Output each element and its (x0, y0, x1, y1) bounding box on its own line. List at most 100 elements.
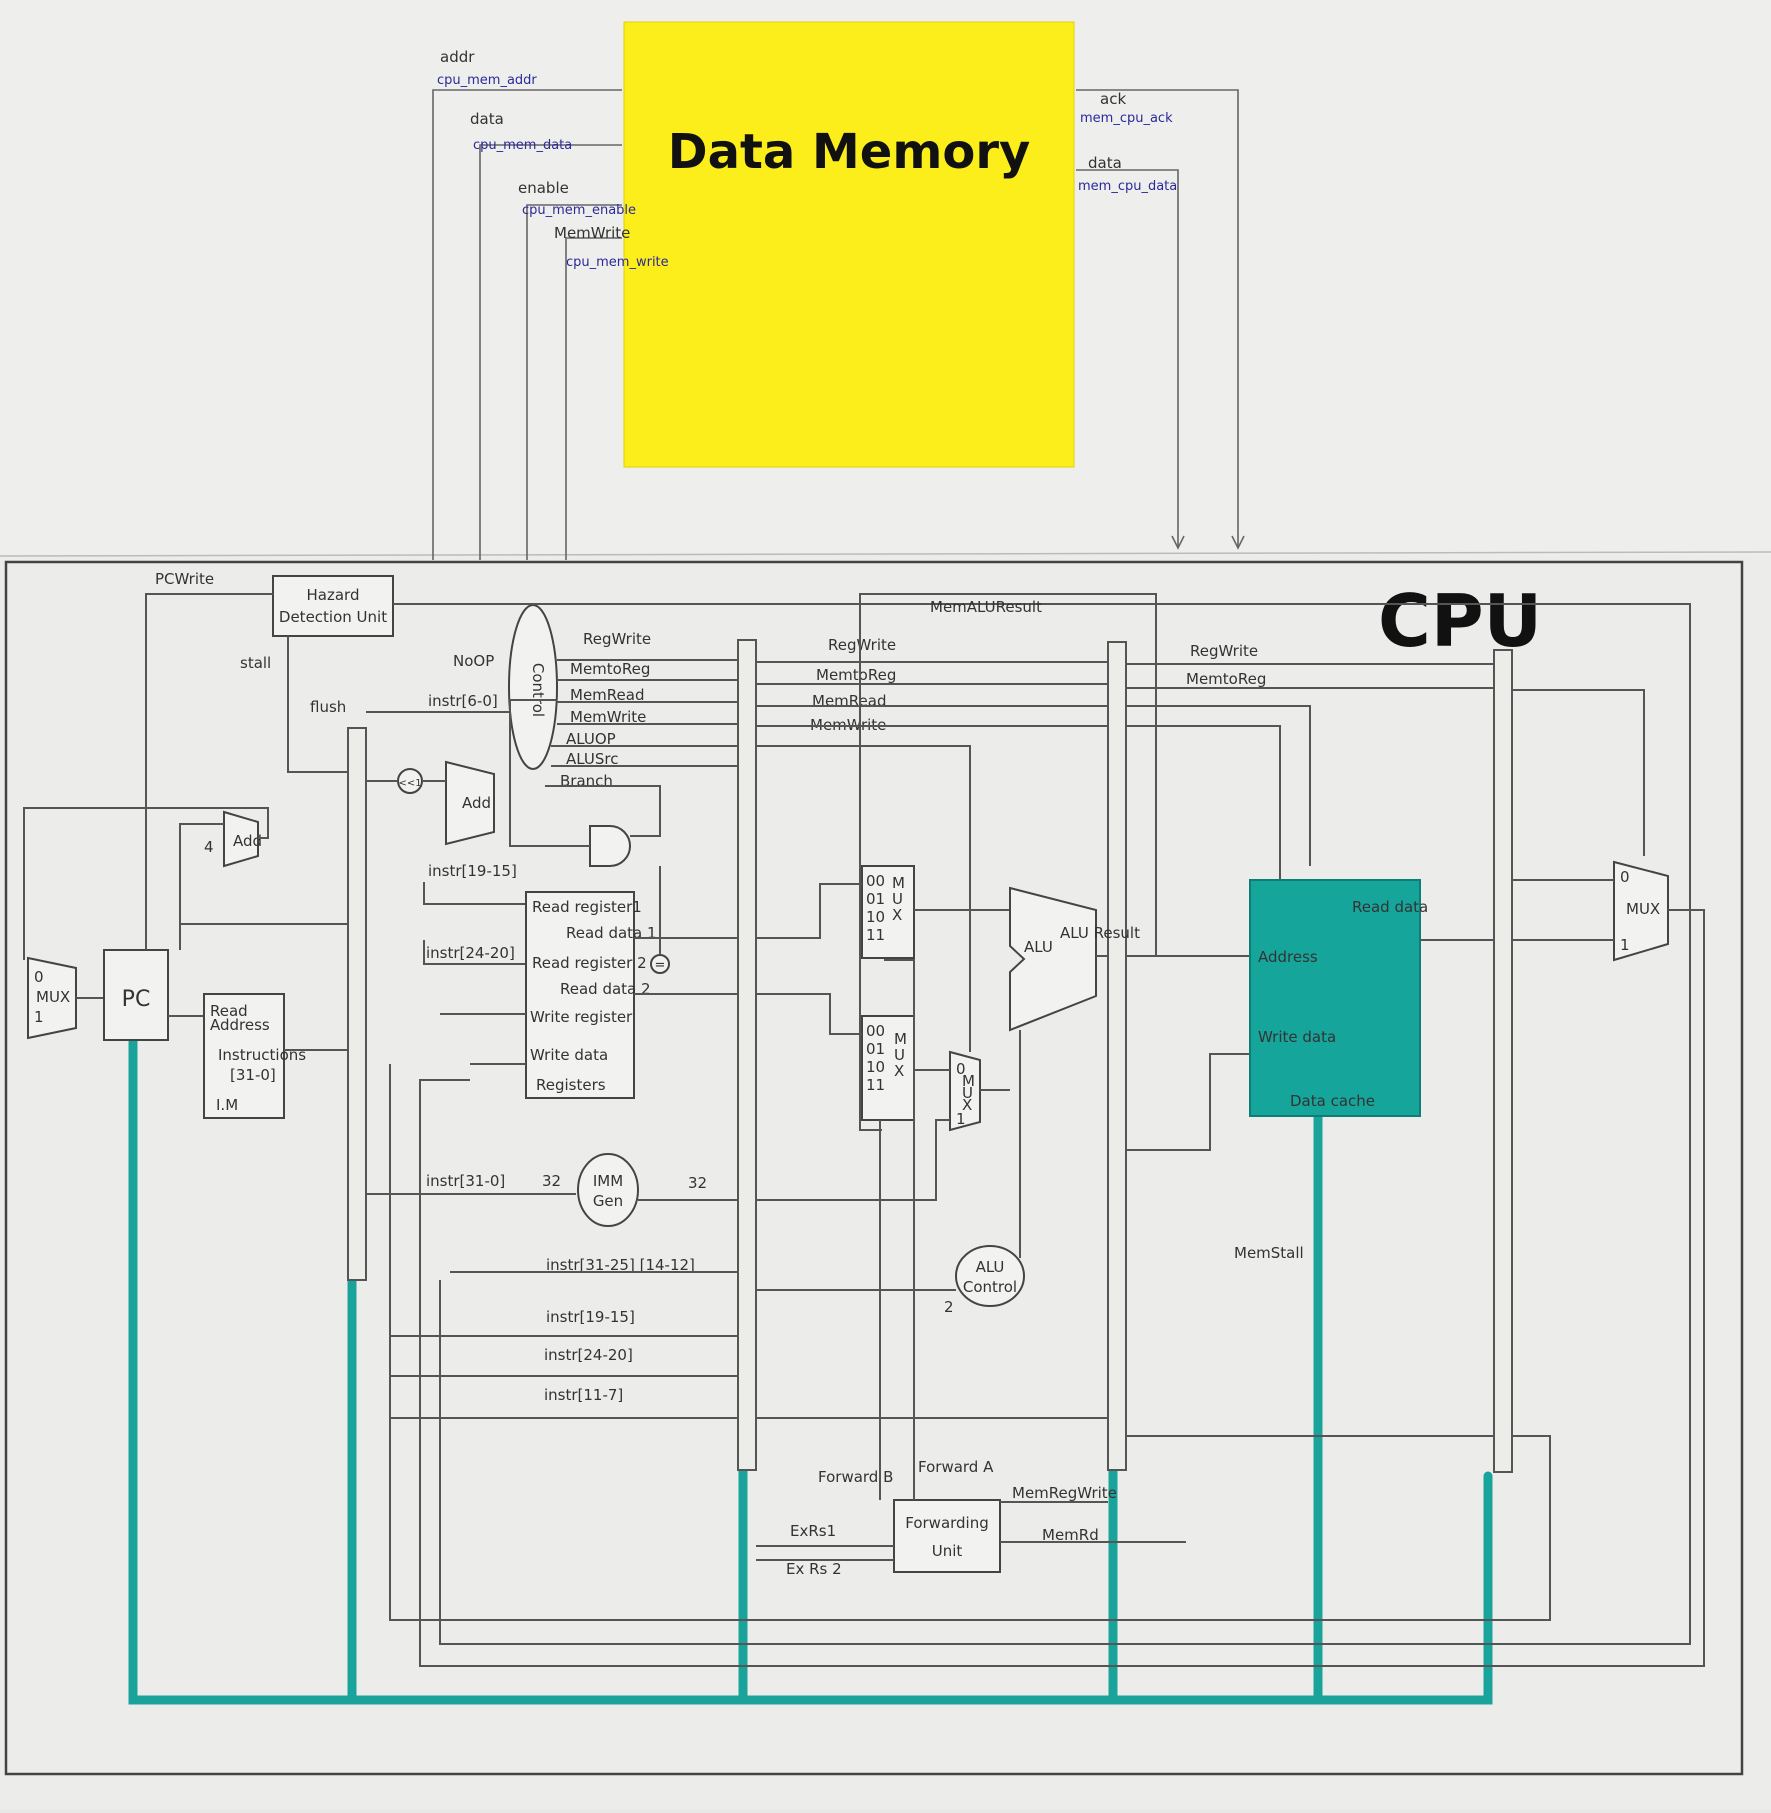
fwd-unit-title: Forwarding (905, 1514, 989, 1532)
alu-label: ALU (1024, 938, 1053, 956)
forward-b-label: Forward B (818, 1468, 893, 1486)
mux-a-in00: 00 (866, 872, 885, 890)
forward-mux-b: 00 01 10 11 M U X (861, 1015, 915, 1121)
ctl-aluop: ALUOP (566, 730, 616, 748)
alu-control-label: Control (963, 1278, 1017, 1296)
alusrc-mux-x: X (962, 1096, 972, 1114)
stall-label: stall (240, 654, 271, 672)
writeback-mux: 0 MUX 1 (1613, 860, 1669, 962)
exrs2-label: Ex Rs 2 (786, 1560, 842, 1578)
ctl-memwrite: MemWrite (570, 708, 646, 726)
addr-signal-label: cpu_mem_addr (437, 73, 537, 88)
cpu-title: CPU (1378, 579, 1542, 663)
alusrc-mux-u: U (962, 1084, 973, 1102)
mux-b-in11: 11 (866, 1076, 885, 1094)
ex-mem-register (1107, 641, 1127, 1471)
mux-a-u: U (892, 890, 903, 908)
register-file: Read register1 Read data 1 Read register… (525, 891, 657, 1099)
imm-width-in: 32 (542, 1172, 561, 1190)
clock-bus (128, 1035, 1493, 1705)
reg-read-data2: Read data 2 (560, 980, 651, 998)
instr-6-0-label: instr[6-0] (428, 692, 498, 710)
ex-regwrite: RegWrite (828, 636, 896, 654)
forwarding-unit: Forwarding Unit (893, 1499, 1001, 1573)
imm-gen-label: Gen (593, 1192, 623, 1210)
dcache-title: Data cache (1290, 1092, 1375, 1110)
instr-id-rs2-label: instr[24-20] (544, 1346, 633, 1364)
wb-mux-in1: 1 (1620, 936, 1630, 954)
flush-label: flush (310, 698, 346, 716)
ctl-memtoreg: MemtoReg (570, 660, 650, 678)
im-title: I.M (216, 1096, 238, 1114)
data-cache: Read data Address Write data Data cache (1249, 879, 1428, 1117)
bottom-sheet (0, 555, 1771, 1809)
control-signal-labels: RegWrite MemtoReg MemRead MemWrite ALUOP… (560, 630, 651, 790)
alusrc-mux-in0: 0 (956, 1060, 966, 1078)
memwrite-signal-label: cpu_mem_write (566, 255, 669, 270)
im-instructions-label: Instructions (218, 1046, 306, 1064)
mux-a-in01: 01 (866, 890, 885, 908)
control-label: Control (529, 663, 547, 717)
reg-title: Registers (536, 1076, 606, 1094)
data-memory: Data Memory (623, 21, 1075, 468)
branch-adder: <<1 Add (397, 760, 495, 846)
instr-funct-label: instr[31-25] [14-12] (546, 1256, 695, 1274)
ex-memread: MemRead (812, 692, 886, 710)
mux-a-m: M (892, 874, 905, 892)
imm-width-out: 32 (688, 1174, 707, 1192)
imm-title: IMM (593, 1172, 623, 1190)
instr-id-rs1-label: instr[19-15] (546, 1308, 635, 1326)
mux-b-m: M (894, 1030, 907, 1048)
dcache-read-data-label: Read data (1352, 898, 1428, 916)
memory-left-ports: addr cpu_mem_addr data cpu_mem_data enab… (432, 48, 669, 560)
branch-add-label: Add (462, 794, 491, 812)
alu-control-title: ALU (976, 1258, 1005, 1276)
exrs1-label: ExRs1 (790, 1522, 836, 1540)
mux-a-in11: 11 (866, 926, 885, 944)
mux-b-in00: 00 (866, 1022, 885, 1040)
mux-a-x: X (892, 906, 902, 924)
instruction-memory: Read Address Instructions [31-0] I.M (203, 993, 306, 1119)
branch-and-gate (589, 825, 631, 867)
ctl-regwrite: RegWrite (583, 630, 651, 648)
im-bits-label: [31-0] (230, 1066, 276, 1084)
pc-mux: 0 MUX 1 (27, 956, 77, 1040)
mux-b-x: X (894, 1062, 904, 1080)
data-out-signal-label: mem_cpu_data (1078, 179, 1177, 194)
data-out-port-label: data (1088, 154, 1122, 172)
cpu-boundary (4, 560, 1744, 1776)
dcache-write-data-label: Write data (1258, 1028, 1336, 1046)
imm-gen: IMM Gen (577, 1153, 639, 1227)
ex-memtoreg: MemtoReg (816, 666, 896, 684)
id-ex-register (737, 639, 757, 1471)
mem-regwrite-signal: RegWrite (1190, 642, 1258, 660)
mem-memtoreg-signal: MemtoReg (1186, 670, 1266, 688)
enable-port-label: enable (518, 179, 569, 197)
hazard-detection-unit: Hazard Detection Unit (272, 575, 394, 637)
reg-read-data1: Read data 1 (566, 924, 657, 942)
shift-label: <<1 (398, 778, 421, 789)
reg-read-register1: Read register1 (532, 898, 642, 916)
pc-mux-in1: 1 (34, 1008, 44, 1026)
pc-mux-label: MUX (36, 988, 70, 1006)
forward-mux-a: 00 01 10 11 M U X (861, 865, 915, 959)
pc-add-const: 4 (204, 838, 214, 856)
instr-31-0-label: instr[31-0] (426, 1172, 505, 1190)
mux-b-in10: 10 (866, 1058, 885, 1076)
im-address-label: Address (210, 1016, 270, 1034)
control-unit: Control (508, 604, 558, 770)
fwd-unit-label: Unit (932, 1542, 963, 1560)
addr-port-label: addr (440, 48, 475, 66)
data-in-port-label: data (470, 110, 504, 128)
wb-mux-in0: 0 (1620, 868, 1630, 886)
mux-b-in01: 01 (866, 1040, 885, 1058)
alu: ALU ALU Result (1009, 886, 1140, 1032)
equal-label: = (655, 958, 666, 973)
alu-control-width: 2 (944, 1298, 954, 1316)
ctl-branch: Branch (560, 772, 613, 790)
wb-mux-label: MUX (1626, 900, 1660, 918)
hazard-title-line2: Detection Unit (279, 608, 387, 626)
noop-label: NoOP (453, 652, 494, 670)
